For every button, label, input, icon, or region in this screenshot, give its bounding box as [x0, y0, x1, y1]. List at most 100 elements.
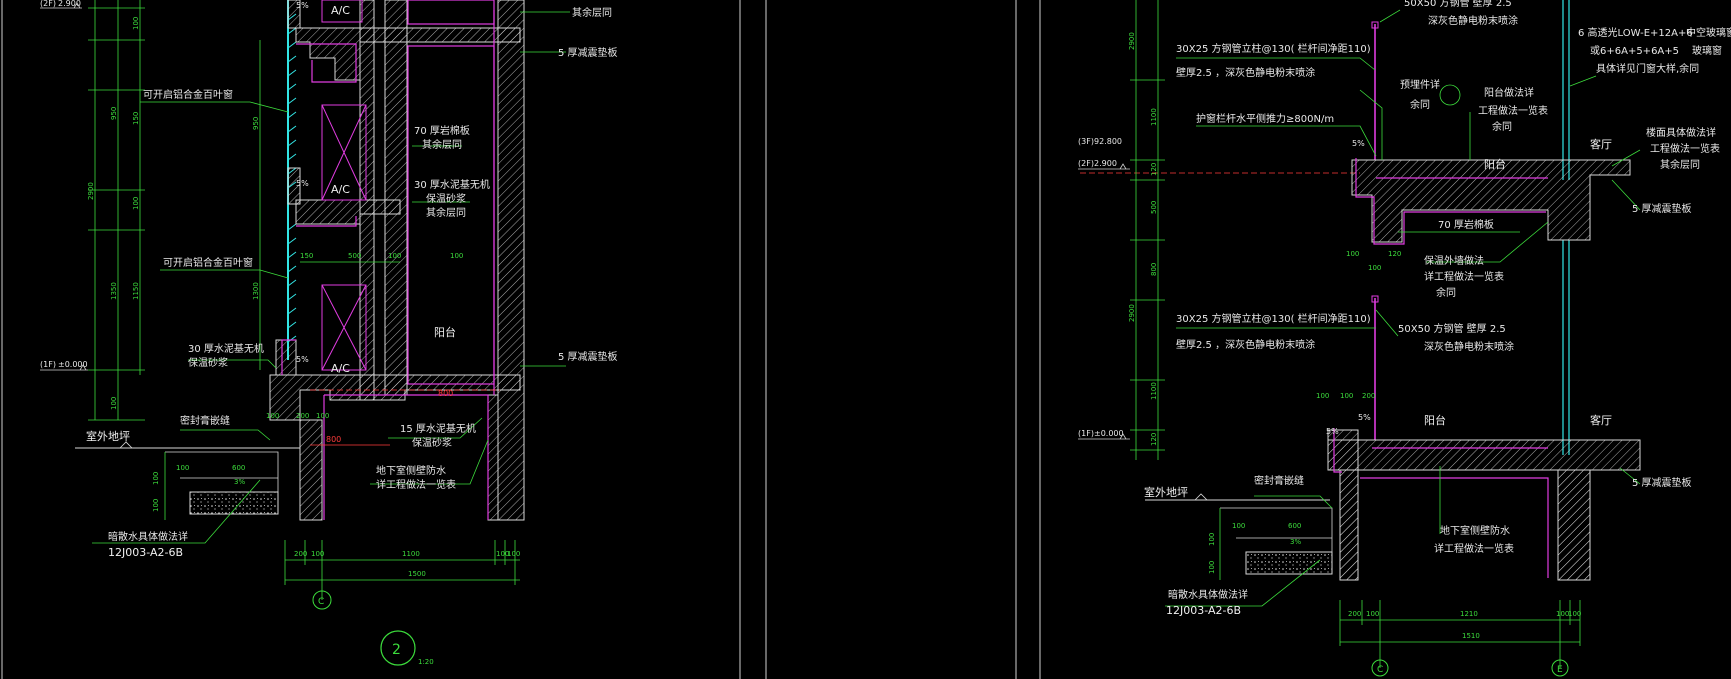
svg-text:200: 200: [296, 412, 309, 420]
svg-text:50X50 方钢管 壁厚 2.5: 50X50 方钢管 壁厚 2.5: [1398, 322, 1506, 335]
right-vertical-dim-labels: 2900 1100 120 500 800 2900 1100 120: [1128, 32, 1158, 446]
svg-text:(2F): (2F): [1078, 159, 1094, 168]
svg-text:200: 200: [1362, 392, 1375, 400]
note-ground: 室外地坪: [1144, 485, 1188, 499]
svg-text:600: 600: [1288, 522, 1301, 530]
svg-text:C: C: [318, 597, 324, 607]
room-label-balcony: 阳台: [1484, 157, 1506, 171]
left-axis-c: C: [312, 590, 332, 610]
svg-text:100: 100: [1232, 522, 1245, 530]
svg-text:100: 100: [507, 550, 520, 558]
svg-text:100: 100: [1568, 610, 1581, 618]
level-label: (2F): [40, 0, 56, 8]
svg-text:6 高透光LOW-E+12A+6: 6 高透光LOW-E+12A+6: [1578, 26, 1693, 39]
detail-number: 2: [392, 642, 401, 658]
svg-text:(3F): (3F): [1078, 137, 1094, 146]
level-label: (1F): [40, 360, 56, 369]
room-label-living: 客厅: [1590, 137, 1612, 151]
left-red-marks: 800 800: [310, 389, 500, 446]
left-section: (2F) 2.900 (1F) ±0.000 2900 950 1: [40, 0, 618, 666]
svg-text:其余层同: 其余层同: [1660, 158, 1700, 171]
svg-text:800: 800: [326, 435, 341, 444]
svg-text:地下室侧壁防水: 地下室侧壁防水: [376, 464, 446, 477]
svg-text:1100: 1100: [1150, 108, 1158, 126]
svg-text:预埋件详: 预埋件详: [1400, 78, 1440, 91]
svg-text:±0.000: ±0.000: [1094, 429, 1124, 438]
svg-text:120: 120: [1150, 433, 1158, 446]
svg-text:2900: 2900: [1128, 32, 1136, 50]
svg-text:600: 600: [232, 464, 245, 472]
svg-text:玻璃窗: 玻璃窗: [1692, 44, 1722, 57]
note-ground: 室外地坪: [86, 429, 130, 443]
svg-text:中空玻璃窗: 中空玻璃窗: [1686, 26, 1731, 39]
right-leaders: [1165, 9, 1641, 607]
svg-text:其余层同: 其余层同: [426, 206, 466, 219]
room-label-balcony: 阳台: [434, 325, 456, 339]
right-vertical-dimensions: [1130, 0, 1165, 460]
svg-text:5%: 5%: [1358, 413, 1371, 422]
right-horizontal-dimensions: [1339, 600, 1581, 668]
svg-text:100: 100: [152, 472, 160, 485]
svg-text:100: 100: [496, 550, 509, 558]
ac-label: A/C: [331, 183, 350, 196]
svg-text:密封膏嵌缝: 密封膏嵌缝: [1254, 474, 1304, 487]
svg-text:保温砂浆: 保温砂浆: [188, 356, 228, 369]
ac-label: A/C: [331, 4, 350, 17]
svg-text:暗散水具体做法详: 暗散水具体做法详: [1168, 588, 1248, 601]
svg-text:30 厚水泥基无机: 30 厚水泥基无机: [188, 342, 264, 355]
svg-text:工程做法一览表: 工程做法一览表: [1478, 104, 1548, 117]
right-level-markers: (3F) 92.800 (2F) 2.900 (1F) ±0.000: [1078, 137, 1130, 440]
svg-text:500: 500: [348, 252, 361, 260]
svg-text:地下室侧壁防水: 地下室侧壁防水: [1440, 524, 1510, 537]
svg-text:100: 100: [1340, 392, 1353, 400]
svg-text:其余层同: 其余层同: [572, 6, 612, 19]
right-railings: [1371, 21, 1379, 440]
svg-text:12J003-A2-6B: 12J003-A2-6B: [108, 546, 183, 559]
svg-text:深灰色静电粉末喷涂: 深灰色静电粉末喷涂: [1424, 340, 1514, 353]
right-section: (3F) 92.800 (2F) 2.900 (1F) ±0.000: [1078, 0, 1731, 677]
svg-text:120: 120: [1150, 163, 1158, 176]
svg-text:5 厚减震垫板: 5 厚减震垫板: [558, 46, 618, 59]
sheet-frames: [1, 0, 1041, 679]
left-ac-units: [321, 0, 367, 371]
svg-text:100: 100: [110, 397, 118, 410]
svg-text:C: C: [1377, 665, 1383, 675]
svg-text:深灰色静电粉末喷涂: 深灰色静电粉末喷涂: [1428, 14, 1518, 27]
svg-text:保温外墙做法: 保温外墙做法: [1424, 254, 1484, 267]
level-label: 2.900: [58, 0, 81, 8]
svg-text:余同: 余同: [1492, 120, 1512, 133]
svg-text:70 厚岩棉板: 70 厚岩棉板: [1438, 218, 1494, 231]
left-level-markers: (2F) 2.900 (1F) ±0.000: [40, 0, 88, 371]
svg-text:具体详见门窗大样,余同: 具体详见门窗大样,余同: [1596, 62, 1699, 75]
svg-text:100: 100: [152, 499, 160, 512]
left-vertical-dim-labels: 2900 950 1350 100 100 150 100 1150 950 1…: [87, 17, 260, 410]
svg-text:5 厚减震垫板: 5 厚减震垫板: [1632, 202, 1692, 215]
svg-text:100: 100: [176, 464, 189, 472]
svg-text:5%: 5%: [296, 355, 309, 364]
svg-text:500: 500: [1150, 201, 1158, 214]
svg-text:100: 100: [1366, 610, 1379, 618]
svg-text:1100: 1100: [402, 550, 420, 558]
svg-text:楼面具体做法详: 楼面具体做法详: [1646, 126, 1716, 139]
svg-text:壁厚2.5 ，深灰色静电粉末喷涂: 壁厚2.5 ，深灰色静电粉末喷涂: [1176, 338, 1315, 351]
svg-text:5 厚减震垫板: 5 厚减震垫板: [558, 350, 618, 363]
room-label-living: 客厅: [1590, 413, 1612, 427]
svg-text:100: 100: [1556, 610, 1569, 618]
left-finish-lines: [281, 0, 495, 520]
svg-text:1150: 1150: [132, 282, 140, 300]
svg-text:100: 100: [450, 252, 463, 260]
right-notes: 50X50 方钢管 壁厚 2.5 深灰色静电粉末喷涂 30X25 方钢管立柱@1…: [1144, 0, 1731, 617]
right-finish-lines: [1333, 158, 1549, 578]
svg-text:15 厚水泥基无机: 15 厚水泥基无机: [400, 422, 476, 435]
svg-text:1210: 1210: [1460, 610, 1478, 618]
svg-text:3%: 3%: [1290, 538, 1301, 546]
left-horizontal-dimensions: [284, 261, 520, 600]
svg-text:100: 100: [1208, 533, 1216, 546]
level-label: ±0.000: [58, 360, 88, 369]
svg-text:30 厚水泥基无机: 30 厚水泥基无机: [414, 178, 490, 191]
svg-text:50X50 方钢管 壁厚 2.5: 50X50 方钢管 壁厚 2.5: [1404, 0, 1512, 9]
svg-text:1500: 1500: [408, 570, 426, 578]
svg-text:保温砂浆: 保温砂浆: [412, 436, 452, 449]
svg-text:200: 200: [1348, 610, 1361, 618]
